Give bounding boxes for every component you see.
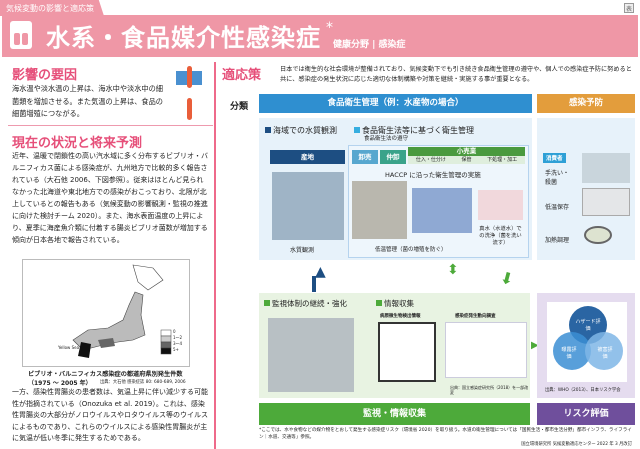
credit: 国立環境研究所 気候変動適応センター 2022 年 3 月改訂 [521,442,632,447]
page-subtitle: 健康分野 | 感染症 [333,40,406,50]
monitor-image [378,322,436,382]
legend-1: 1～2 [173,335,183,340]
air-thermometer-icon [187,98,192,120]
arrow-shaft [312,276,316,292]
hygiene-sub: 食品衛生法の遵守 [364,136,409,142]
lab-image [268,318,354,392]
circle-damage: 被害評価 [597,347,613,360]
cold-storage-image [352,181,407,239]
japan-map: 0 1～2 3～4 5+ Yellow Sea [22,259,190,367]
fridge-image [582,188,630,216]
surveillance-label: 監視体制の継続・強化 [264,298,347,309]
retail-step: 仕入・仕分け [415,157,446,163]
title-banner [2,15,638,57]
factor-heading: 影響の要因 [12,68,78,83]
food-hygiene-header: 食品衛生管理（例：水産物の場合） [259,94,532,113]
category-tab: 気候変動の影響と適応策 [0,0,104,16]
circle-hazard: ハザード評価 [575,319,601,332]
thermometer-icon [187,66,192,88]
title-asterisk: * [326,20,333,36]
prevent-cook: 加熱調理 [545,237,570,244]
caption-water: 水質観測 [290,247,315,254]
page-title: 水系・食品媒介性感染症 [46,24,321,52]
category-label: 分類 [230,102,249,112]
hygiene-label: 食品衛生法等に基づく衛生管理 [354,125,474,136]
water-monitor-text: 海域での水質観測 [273,126,337,135]
prevent-cold: 低温保存 [545,204,570,211]
adaptation-heading: 適応策 [222,68,262,83]
sea-label: Yellow Sea [58,345,80,350]
prevention-header: 感染予防 [537,94,635,113]
legend-2: 3～4 [173,341,183,346]
haccp-label: HACCP に沿った衛生管理の実施 [385,171,481,179]
outbreak-survey: 感染症発生動向調査 [455,314,496,319]
page-icon[interactable]: 表 [624,3,634,13]
info-text: 情報収集 [384,299,414,308]
bottom-text: 一方、感染性胃腸炎の患者数は、気温上昇に伴い減少する可能性が指摘されている（On… [12,388,208,442]
arrow-up-icon: ▲ [315,264,326,280]
retail-steps: 仕入・仕分け 保管 下処理・加工 [408,156,525,164]
stage-wholesale: 卸売 [352,150,378,164]
prevent-handwash: 手洗い・殺菌 [545,170,570,186]
status-text: 近年、温暖で閉鎖性の高い汽水域に多く分布するビブリオ・バルニフィカス菌による感染… [12,152,208,244]
map-years: （1975 ～ 2005 年） [28,380,92,387]
legend-0: 0 [173,329,176,334]
legend-3: 5+ [173,347,179,352]
hygiene-text: 食品衛生法等に基づく衛生管理 [362,126,474,135]
water-monitoring-image [272,172,344,240]
arrow-diagonal-icon: ⬋ [496,265,518,290]
adaptation-intro: 日本では衛生的な社会環境が整備されており、気候変動下でも引き続き食品衛生管理の遵… [280,66,632,83]
info-label: 情報収集 [376,298,414,309]
stage-production: 産地 [270,150,345,164]
surveillance-bar: 監視・情報収集 [259,403,530,425]
surveillance-text: 監視体制の継続・強化 [272,299,347,308]
retail-step: 保管 [461,157,472,163]
fish-handling-image [412,188,472,233]
risk-source: 出典：WHO（2013）、日本リスク学会 [545,388,621,393]
health-logo-icon [10,21,32,49]
footnote: *ここでは、水や食物などの媒介物をとおして発生する感染症リスク（環境省 2020… [259,428,632,440]
factor-text: 海水温や淡水温の上昇は、海水中や淡水中の細菌類を増加させる。また気温の上昇は、食… [12,84,163,118]
map-source: 出典：大石他 感染症誌 80: 680-689, 2006 [100,380,186,385]
stage-intermediate: 仲卸 [380,150,406,164]
retail-step: 下処理・加工 [487,157,518,163]
consumer-badge: 消費者 [543,153,566,163]
arrow-updown-icon: ⬍ [447,262,459,278]
fish-washing-image [478,190,523,220]
map-caption: ビブリオ・バルニフィカス感染症の都道府県別発生件数 [28,371,183,378]
risk-bar: リスク評価 [537,403,635,425]
caption-cold: 低温管理（菌の増殖を防ぐ） [375,247,447,253]
cooking-pan-image [584,226,612,244]
info-source: 出典：国立感染症研究所（2018）を一部改変 [450,385,529,395]
circle-exposure: 曝露評価 [561,347,577,360]
handwash-image [582,153,630,183]
water-monitor-label: 海域での水質観測 [265,125,337,136]
column-divider [214,62,216,449]
risk-diagram: ハザード評価 曝露評価 被害評価 [547,302,627,382]
pathogen-info: 病原微生物検出情報 [380,314,421,319]
divider [8,125,213,126]
stage-retail: 小売業 [408,147,525,156]
survey-flow-diagram [445,322,527,378]
arrow-right-icon: ▶ [531,340,539,351]
status-heading: 現在の状況と将来予測 [12,136,143,151]
caption-wash: 真水（水道水）での洗浄（菌を洗い流す） [479,226,522,246]
